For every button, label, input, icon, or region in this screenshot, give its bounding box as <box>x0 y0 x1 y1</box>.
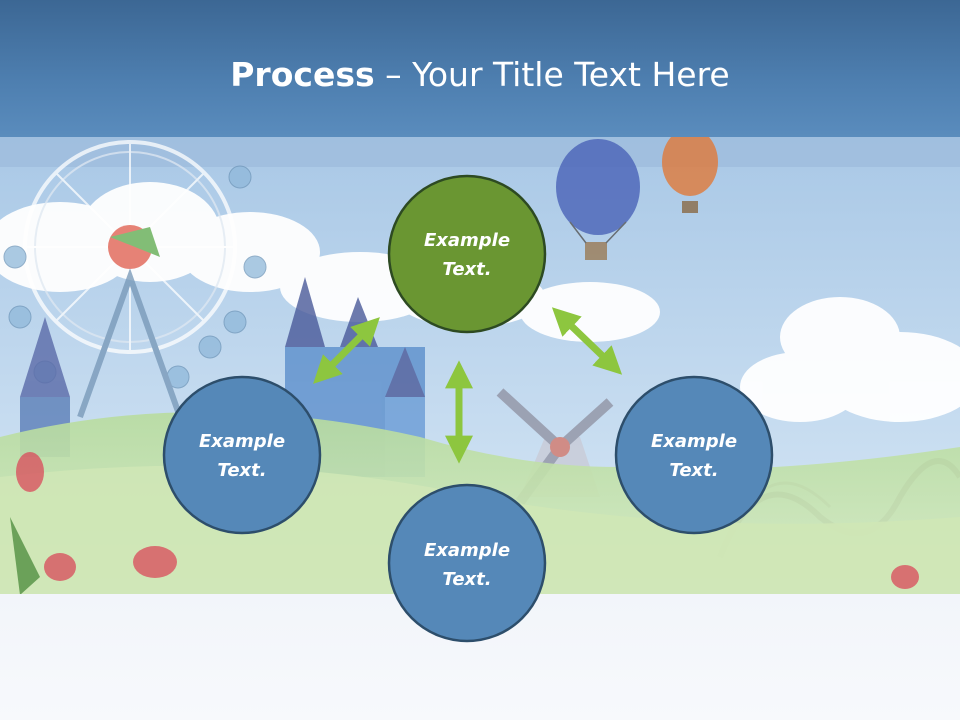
node-bottom: Example Text. <box>387 483 547 643</box>
node-right-line1: Example <box>651 431 737 452</box>
title-bar: Process – Your Title Text Here <box>0 0 960 137</box>
arrow-top-left <box>313 317 380 384</box>
node-top-line1: Example <box>424 230 510 251</box>
node-bottom-line2: Text. <box>442 569 491 590</box>
node-right: Example Text. <box>614 375 774 535</box>
tulips <box>10 452 919 595</box>
node-left: Example Text. <box>162 375 322 535</box>
node-top: Example Text. <box>387 174 547 334</box>
arrow-top-right <box>551 307 623 375</box>
title-rest: – Your Title Text Here <box>374 55 730 94</box>
node-left-line1: Example <box>199 431 285 452</box>
slide-title: Process – Your Title Text Here <box>0 50 960 100</box>
node-bottom-line1: Example <box>424 540 510 561</box>
title-bold: Process <box>230 55 375 94</box>
node-top-line2: Text. <box>442 259 491 280</box>
hot-air-balloons <box>556 137 718 260</box>
node-left-line2: Text. <box>217 460 266 481</box>
node-right-line2: Text. <box>669 460 718 481</box>
